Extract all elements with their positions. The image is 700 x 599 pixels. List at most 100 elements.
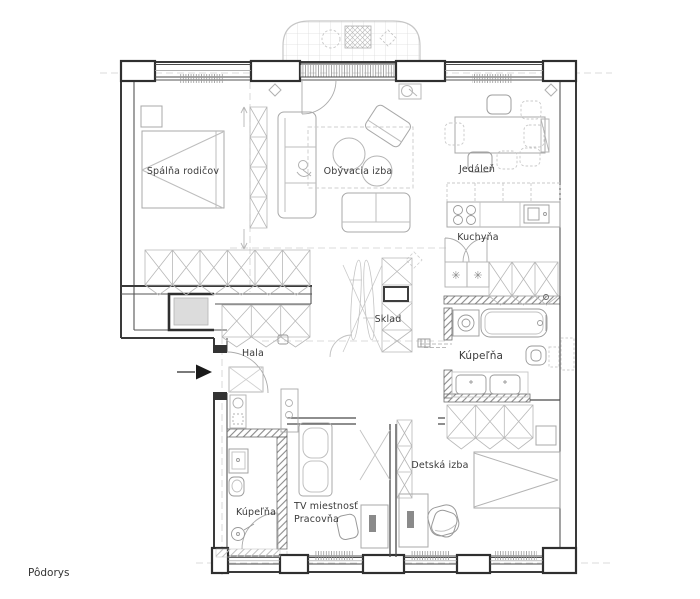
toilet (525, 345, 547, 366)
burner-icon: ✳ (451, 269, 460, 282)
tv-room-door-leaves (359, 429, 391, 481)
person-figure (298, 160, 308, 170)
dining-furniture (444, 94, 550, 173)
sideboard (540, 118, 550, 153)
room-label-jedalen: Jedáleň (458, 164, 495, 175)
living-room-furniture (268, 83, 558, 233)
hall-wardrobe-row (221, 304, 311, 348)
small-bathroom-fixtures (228, 448, 255, 541)
tv-room-furniture (298, 422, 458, 549)
upper-cabinets (446, 182, 561, 203)
entrance-door-jambs (213, 345, 227, 400)
bedroom-wardrobe-row (144, 249, 311, 296)
kitchen-counter (446, 201, 561, 228)
entrance-arrow (177, 364, 212, 380)
room-label-kupelna: Kúpeľňa (459, 350, 503, 362)
stove (453, 205, 476, 225)
sklad-wardrobe-column (381, 257, 413, 353)
axis-symbol (277, 334, 289, 345)
rug (307, 126, 414, 189)
monitor-2 (407, 511, 414, 528)
room-labels: Spálňa rodičov Obývacia izba Jedáleň Kuc… (147, 164, 503, 525)
room-label-obyvacia: Obývacia izba (324, 166, 393, 177)
speaker-diamond-left (268, 83, 282, 97)
bathroom-sliding-door (420, 343, 452, 348)
hall-niche (167, 292, 214, 332)
radiators (180, 74, 537, 560)
room-label-sklad: Sklad (375, 314, 402, 325)
burner-icon: ✳ (473, 269, 482, 282)
dining-chair-ghost (520, 100, 542, 120)
appliance-symbols: ✳ ✳ (451, 269, 482, 282)
kitchen-fixtures (444, 182, 561, 288)
doors (226, 79, 488, 550)
balcony-chair (321, 29, 341, 49)
bedroom-divider-wardrobe (249, 106, 268, 229)
entrance-door-swing (226, 351, 269, 394)
desk-chair-2 (431, 509, 458, 538)
niche-storage-box (173, 297, 209, 326)
balcony-table (344, 25, 372, 49)
hall-fixtures (228, 334, 431, 433)
balcony-door-swing (301, 79, 337, 115)
sklad-door-swing (329, 334, 353, 358)
entrance-arrow-icon (196, 364, 212, 380)
sliding-arrow-down (240, 229, 248, 250)
sliding-arrow-up (240, 106, 248, 127)
dining-chair-ghost (523, 124, 545, 148)
shower-head (231, 527, 245, 541)
desk-1 (360, 504, 389, 549)
sklad-shaft (383, 286, 409, 302)
vanity-counter (451, 371, 529, 398)
desk-chair-1 (336, 513, 359, 540)
dining-chair-ghost (496, 150, 518, 170)
dining-chair-ghost (444, 122, 465, 146)
room-label-kuchyna: Kuchyňa (457, 232, 499, 243)
kids-armchair (427, 504, 460, 537)
room-label-tv-miestnost: TV miestnosť (293, 501, 358, 512)
dining-chair-ghost (519, 147, 541, 167)
sklad-fixtures (350, 259, 409, 341)
sink-right (489, 374, 521, 395)
hall-washer-column (229, 394, 247, 429)
coffee-table-1 (332, 137, 366, 171)
hall-cabinet (280, 388, 299, 433)
room-label-kupelna-mala: Kúpeľňa (236, 507, 276, 518)
room-label-hala: Hala (242, 348, 264, 359)
sklad-front (342, 264, 383, 353)
bathroom-fixtures (451, 294, 575, 398)
sofa-large (277, 111, 317, 219)
room-label-spalna: Spálňa rodičov (147, 166, 220, 177)
kitchen-cabinet-row (488, 261, 559, 306)
small-sink (228, 448, 249, 474)
kids-nightstand (535, 425, 557, 446)
sink-left (455, 374, 487, 395)
dining-chair (486, 94, 512, 115)
kids-bed (473, 451, 561, 509)
bedroom-furniture (140, 105, 225, 209)
dining-chair (467, 151, 493, 173)
appliance-cabinets (444, 261, 490, 288)
balcony-door-threshold (300, 65, 396, 77)
balcony-plant (379, 29, 397, 47)
kids-room-furniture (427, 425, 561, 537)
kitchen-sink (523, 204, 550, 224)
daybed (298, 422, 333, 497)
room-label-detska: Detská izba (411, 460, 468, 471)
washing-machine (452, 309, 480, 337)
hall-unit (228, 366, 264, 393)
kids-room-wardrobe-column (396, 419, 413, 499)
axis-symbol-2 (417, 338, 431, 348)
monitor-1 (369, 515, 376, 532)
ceiling-fixture (398, 83, 422, 100)
small-bathroom-door-swing (241, 512, 279, 550)
plan-title: Pôdorys (28, 567, 69, 579)
hatched-walls (215, 295, 561, 558)
speaker-diamond-right (544, 83, 558, 97)
nightstand (140, 105, 163, 128)
room-label-pracovna: Pracovňa (294, 514, 339, 525)
kids-room-wardrobe-row (446, 404, 534, 450)
balcony (282, 20, 421, 64)
bathtub (480, 308, 548, 338)
